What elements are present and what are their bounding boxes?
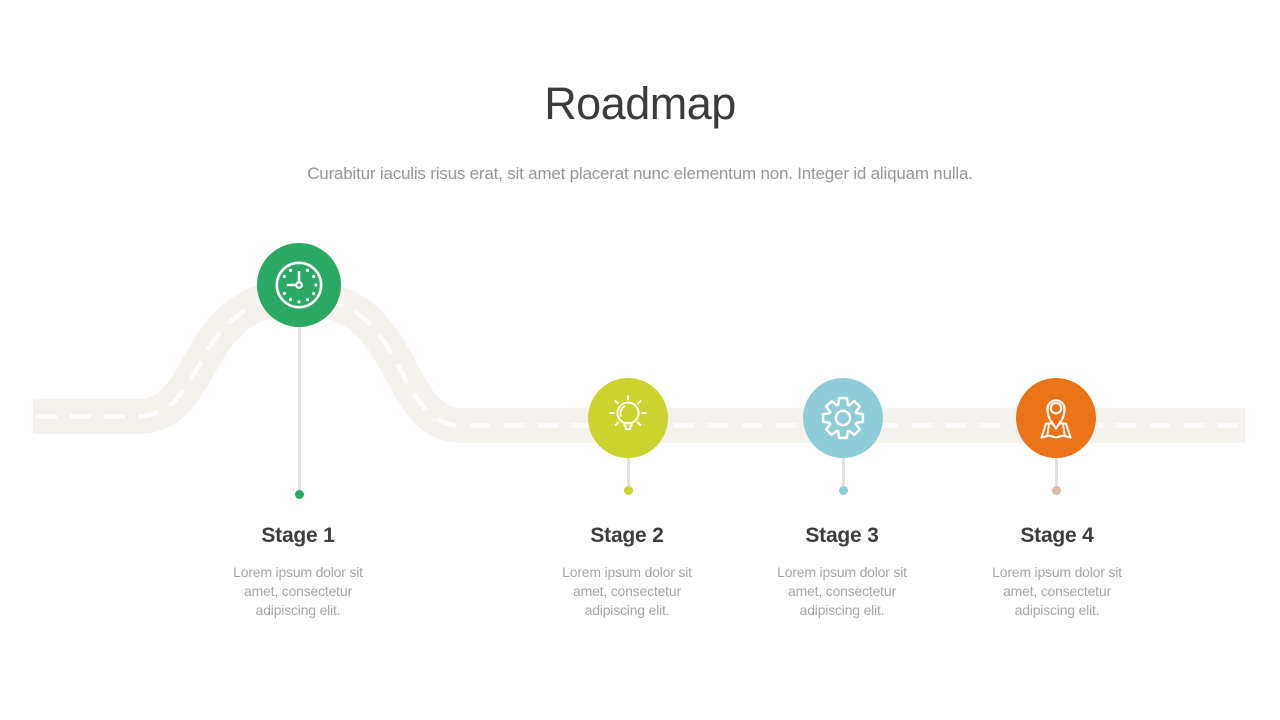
stage-1-stem — [297, 327, 301, 490]
stage-4-circle — [1016, 378, 1096, 458]
gear-icon — [821, 396, 865, 440]
stage-2-stem — [626, 458, 630, 486]
stage-3-description: Lorem ipsum dolor sit amet, consectetur … — [777, 564, 907, 618]
stage-2-dot — [623, 486, 633, 495]
stage-2-circle — [588, 378, 668, 458]
stage-4-label: Stage 4 — [1020, 524, 1094, 547]
stage-4-dot — [1051, 486, 1061, 495]
stage-3-text: Stage 3 Lorem ipsum dolor sit amet, cons… — [732, 523, 952, 620]
stage-3-circle — [803, 378, 883, 458]
stage-2-marker — [588, 378, 668, 495]
lightbulb-icon — [609, 395, 647, 431]
stage-1-label: Stage 1 — [261, 524, 335, 547]
stage-2-text: Stage 2 Lorem ipsum dolor sit amet, cons… — [517, 523, 737, 620]
stage-3-dot — [838, 486, 848, 495]
stage-2-description: Lorem ipsum dolor sit amet, consectetur … — [562, 564, 692, 618]
stage-1-dot — [294, 490, 304, 499]
map-pin-icon — [1040, 399, 1072, 439]
clock-icon — [275, 261, 323, 309]
stage-1-circle — [257, 243, 341, 327]
stage-3-label: Stage 3 — [805, 524, 879, 547]
stage-3-marker — [803, 378, 883, 495]
page-subtitle: Curabitur iaculis risus erat, sit amet p… — [307, 164, 973, 183]
stage-1-text: Stage 1 Lorem ipsum dolor sit amet, cons… — [188, 523, 408, 620]
stage-2-label: Stage 2 — [590, 524, 664, 547]
page-title: Roadmap — [544, 78, 736, 129]
stage-4-marker — [1016, 378, 1096, 495]
stage-4-description: Lorem ipsum dolor sit amet, consectetur … — [992, 564, 1122, 618]
stage-1-description: Lorem ipsum dolor sit amet, consectetur … — [233, 564, 363, 618]
stage-4-text: Stage 4 Lorem ipsum dolor sit amet, cons… — [947, 523, 1167, 620]
stage-4-stem — [1054, 458, 1058, 486]
stage-3-stem — [841, 458, 845, 486]
stage-1-marker — [257, 243, 341, 499]
